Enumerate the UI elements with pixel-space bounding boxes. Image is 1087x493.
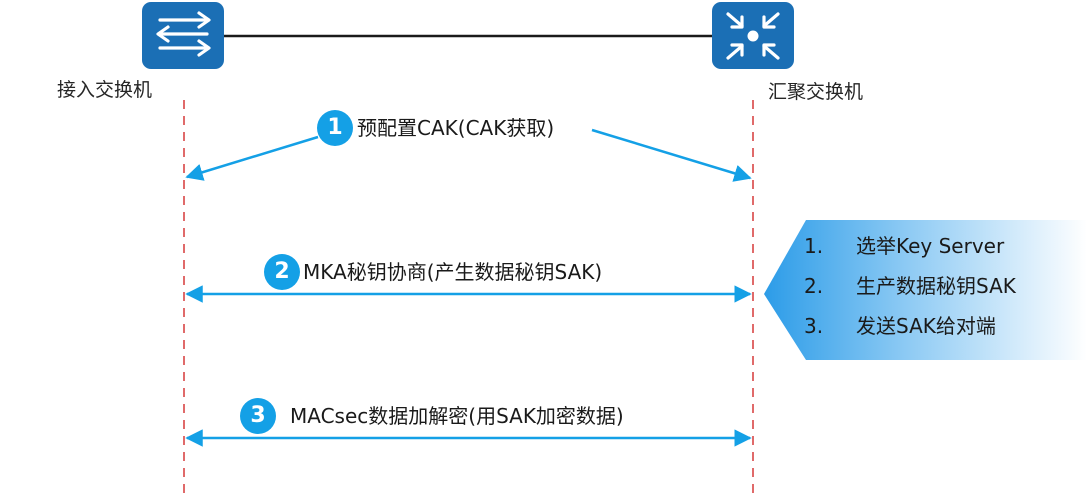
step1-label: 预配置CAK(CAK获取) (357, 116, 555, 140)
step3-label: MACsec数据加解密(用SAK加密数据) (290, 404, 624, 428)
panel-item-send-sak: 3. 发送SAK给对端 (804, 316, 996, 336)
aggregation-switch-label: 汇聚交换机 (768, 81, 864, 103)
access-switch-label: 接入交换机 (57, 79, 153, 101)
sak-process-panel (764, 220, 1087, 360)
panel-item-number: 1. (804, 234, 824, 258)
panel-item-text: 生产数据秘钥SAK (856, 274, 1016, 298)
step1-arrow-left (185, 135, 319, 181)
access-switch-icon (142, 2, 224, 69)
panel-item-elect-key-server: 1. 选举Key Server (804, 236, 1004, 256)
panel-item-number: 2. (804, 274, 824, 298)
step2-label: MKA秘钥协商(产生数据秘钥SAK) (303, 260, 603, 284)
step3-badge: 3 (240, 398, 276, 434)
panel-item-number: 3. (804, 314, 824, 338)
step1-arrow-right (591, 128, 752, 182)
panel-item-generate-sak: 2. 生产数据秘钥SAK (804, 276, 1016, 296)
panel-item-text: 选举Key Server (856, 234, 1005, 258)
step2-badge: 2 (264, 254, 300, 290)
panel-item-text: 发送SAK给对端 (856, 314, 996, 338)
aggregation-switch-icon (712, 2, 794, 69)
step1-badge: 1 (317, 110, 353, 146)
